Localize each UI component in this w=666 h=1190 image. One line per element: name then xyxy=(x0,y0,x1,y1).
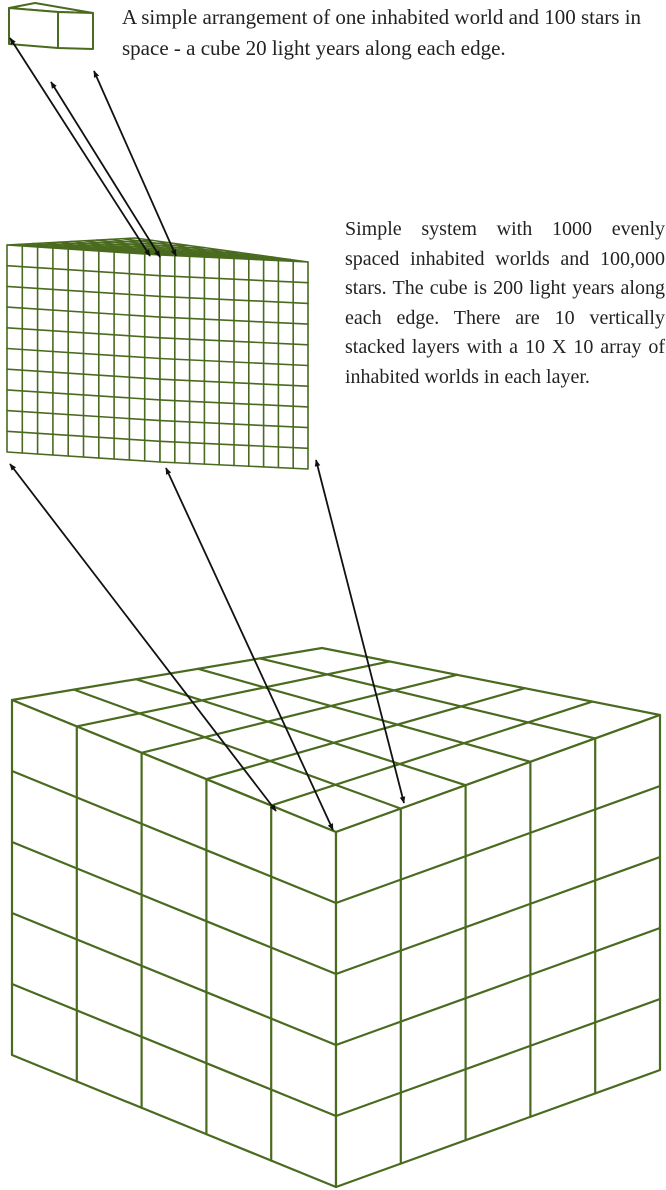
left-face xyxy=(8,7,59,49)
double-headed-arrow xyxy=(50,81,161,258)
double-headed-arrow xyxy=(93,70,177,257)
double-headed-arrow xyxy=(165,467,334,831)
grid-line xyxy=(10,982,338,1118)
grid-line xyxy=(334,855,662,976)
single-world-cube xyxy=(8,2,94,50)
large-detail-cube xyxy=(10,646,662,1189)
grid-line xyxy=(159,419,309,429)
grid-line xyxy=(10,840,338,976)
double-headed-arrow xyxy=(9,37,151,257)
right-face xyxy=(334,713,662,1189)
grid-line xyxy=(159,440,309,450)
double-headed-arrow xyxy=(314,459,406,804)
grid-line xyxy=(6,368,161,381)
correspondence-arrows xyxy=(9,37,406,831)
grid-line xyxy=(10,911,338,1047)
grid-cube-caption: Simple system with 1000 evenly spaced in… xyxy=(345,218,665,388)
grid-line xyxy=(6,430,161,443)
right-face xyxy=(57,11,94,50)
grid-line xyxy=(334,784,662,905)
small-cube-caption: A simple arrangement of one inhabited wo… xyxy=(122,5,642,60)
world-grid-cube xyxy=(6,237,309,470)
grid-line xyxy=(334,926,662,1047)
grid-line xyxy=(6,347,161,360)
grid-line xyxy=(159,378,309,388)
grid-line xyxy=(6,389,161,401)
grid-line xyxy=(159,357,309,367)
grid-line xyxy=(6,409,161,422)
grid-line xyxy=(334,997,662,1118)
grid-line xyxy=(159,399,309,408)
